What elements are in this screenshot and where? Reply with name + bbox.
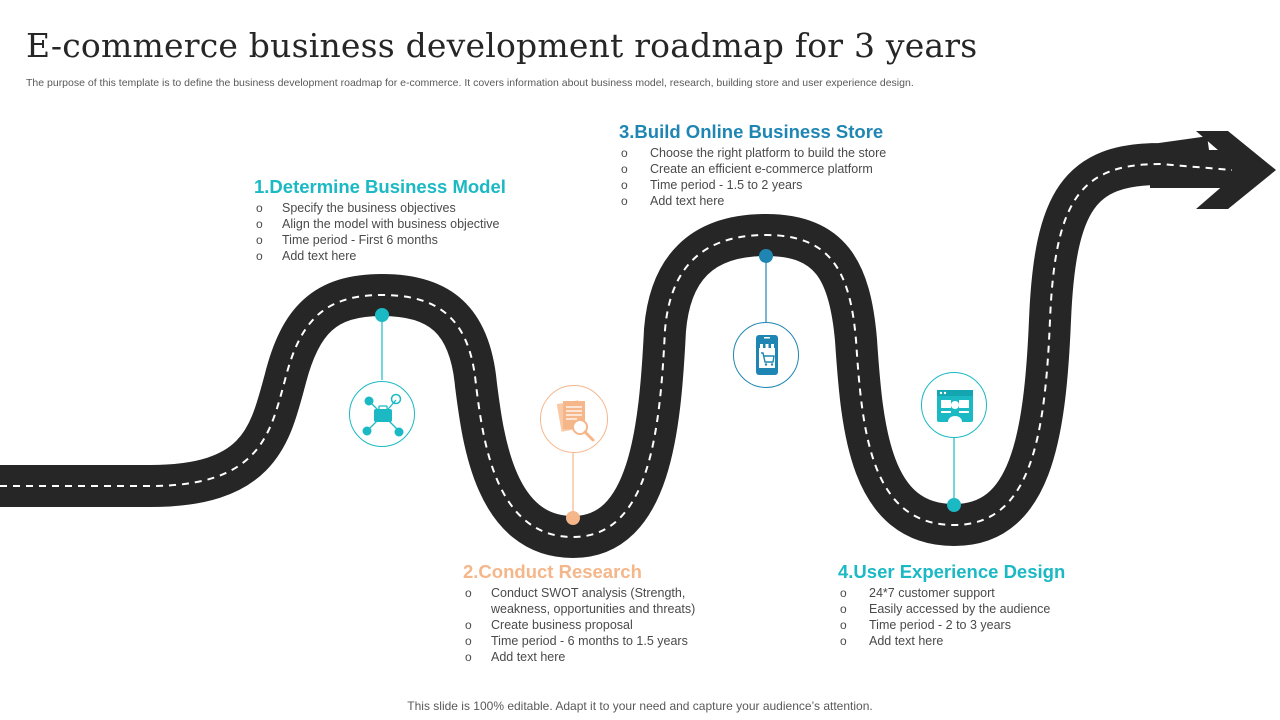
list-item: Time period - 2 to 3 years bbox=[838, 617, 1158, 633]
step-2-bullets: Conduct SWOT analysis (Strength, weaknes… bbox=[463, 585, 783, 665]
step-1-bullets: Specify the business objectives Align th… bbox=[254, 200, 574, 264]
list-item: Add text here bbox=[463, 649, 783, 665]
list-item: Time period - 6 months to 1.5 years bbox=[463, 633, 783, 649]
list-item: weakness, opportunities and threats) bbox=[491, 602, 696, 616]
web-design-icon bbox=[921, 372, 987, 438]
step-1-heading: 1.Determine Business Model bbox=[254, 176, 506, 197]
mobile-store-icon bbox=[733, 322, 799, 388]
road-centerline bbox=[0, 162, 1233, 539]
node-step-3 bbox=[759, 249, 773, 263]
list-item: Align the model with business objective bbox=[254, 216, 574, 232]
page-title: E-commerce business development roadmap … bbox=[26, 26, 978, 65]
list-item: Create an efficient e-commerce platform bbox=[619, 161, 949, 177]
footer-note: This slide is 100% editable. Adapt it to… bbox=[407, 699, 873, 713]
road-arrowhead bbox=[1196, 131, 1276, 209]
step-4: 4.User Experience Design 24*7 customer s… bbox=[838, 561, 1158, 649]
node-step-4 bbox=[947, 498, 961, 512]
step-3-bullets: Choose the right platform to build the s… bbox=[619, 145, 949, 209]
list-item: Conduct SWOT analysis (Strength, bbox=[463, 585, 783, 601]
list-item: Add text here bbox=[254, 248, 574, 264]
business-network-icon bbox=[349, 381, 415, 447]
document-search-icon bbox=[540, 385, 608, 453]
step-2-heading: 2.Conduct Research bbox=[463, 561, 642, 582]
step-1: 1.Determine Business Model Specify the b… bbox=[254, 176, 574, 264]
node-step-1 bbox=[375, 308, 389, 322]
list-item: Create business proposal bbox=[463, 617, 783, 633]
road-body bbox=[0, 136, 1213, 558]
list-item: Easily accessed by the audience bbox=[838, 601, 1158, 617]
page-subtitle: The purpose of this template is to defin… bbox=[26, 77, 914, 89]
road-arrow-neck bbox=[1150, 150, 1228, 188]
step-3: 3.Build Online Business Store Choose the… bbox=[619, 121, 949, 209]
list-item: Add text here bbox=[838, 633, 1158, 649]
step-3-heading: 3.Build Online Business Store bbox=[619, 121, 884, 142]
node-step-2 bbox=[566, 511, 580, 525]
list-item: Time period - First 6 months bbox=[254, 232, 574, 248]
step-4-bullets: 24*7 customer support Easily accessed by… bbox=[838, 585, 1158, 649]
list-item: Add text here bbox=[619, 193, 949, 209]
list-item: Time period - 1.5 to 2 years bbox=[619, 177, 949, 193]
list-item: Choose the right platform to build the s… bbox=[619, 145, 949, 161]
list-item: Specify the business objectives bbox=[254, 200, 574, 216]
step-4-heading: 4.User Experience Design bbox=[838, 561, 1066, 582]
list-item: 24*7 customer support bbox=[838, 585, 1158, 601]
step-2: 2.Conduct Research Conduct SWOT analysis… bbox=[463, 561, 783, 665]
